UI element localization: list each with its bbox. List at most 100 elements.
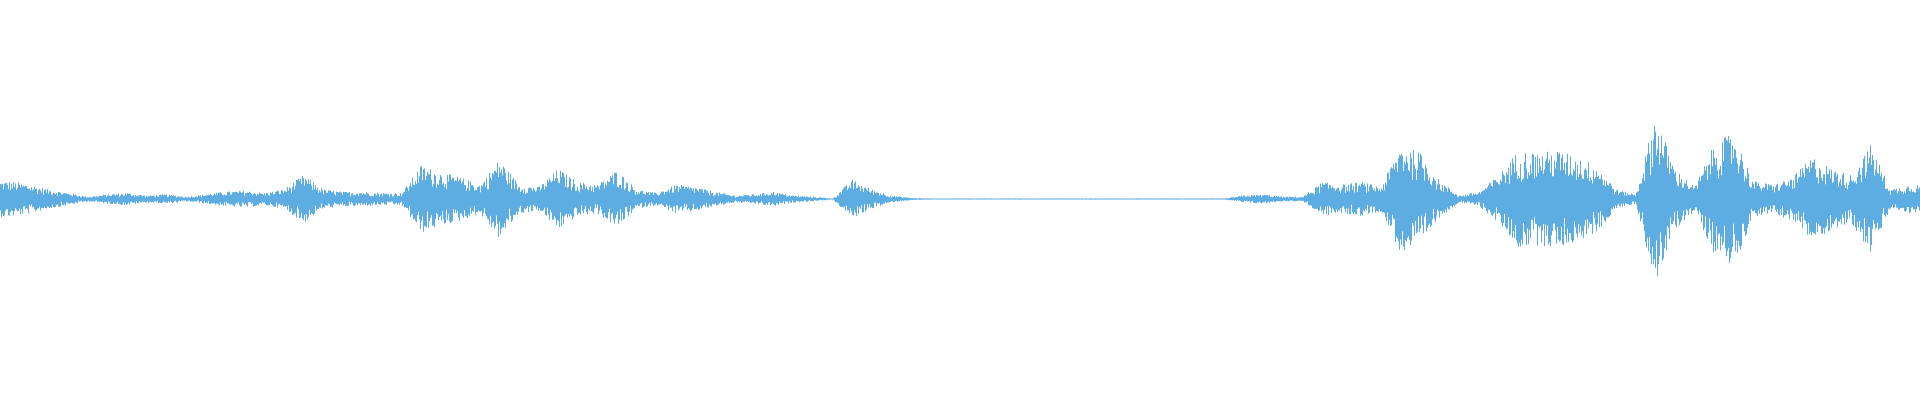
waveform-segment [431,174,450,228]
waveform-segment [1528,153,1547,247]
waveform-segment [293,175,313,222]
waveform-segment [1782,169,1802,223]
waveform-segment [1900,185,1920,214]
waveform-segment [1567,153,1586,243]
waveform-segment [881,193,901,205]
waveform-segment [274,187,293,215]
waveform-segment [1155,198,1175,200]
waveform-segment [1018,198,1038,200]
waveform-segment [1586,162,1606,235]
waveform-segment [1038,198,1057,200]
waveform-segment [1469,187,1488,214]
waveform-segment [842,179,862,216]
waveform-segment [999,198,1018,200]
waveform-segment [1449,188,1469,210]
waveform-segment [1234,195,1253,203]
waveform-segment [568,177,587,220]
waveform-segment [156,194,176,204]
waveform-segment [313,182,333,216]
waveform-segment [920,198,940,200]
waveform-segment [548,170,568,227]
waveform-segment [979,198,999,200]
waveform-segment [117,193,137,205]
waveform-segment [1057,198,1077,200]
waveform-segment [137,194,156,204]
waveform-segment [803,196,822,202]
waveform-segment [607,172,626,225]
waveform-segment [1665,142,1684,251]
waveform-segment [1822,166,1841,234]
waveform-segment [724,193,744,205]
waveform-segment [372,192,391,206]
waveform-segment [411,166,431,232]
waveform-segment [235,190,254,207]
waveform-segment [254,191,274,207]
waveform-segment [509,173,528,222]
waveform-segment [960,198,979,200]
waveform-segment [1861,145,1880,252]
waveform-segment [1743,167,1763,236]
waveform-segment [391,183,411,217]
waveform-segment [1626,173,1645,232]
waveform-segment [470,177,489,220]
waveform-segment [528,179,548,216]
waveform-segment [1802,159,1822,236]
waveform-segment [901,196,920,202]
waveform-segment [1763,183,1782,216]
waveform-segment [783,194,803,204]
waveform-segment [1175,198,1195,200]
waveform-segment [666,185,685,213]
waveform-segment [1195,198,1214,200]
waveform-segment [1312,182,1332,216]
waveform-segment [1508,153,1528,247]
waveform-segment [940,198,960,200]
waveform-segment [685,186,705,212]
waveform-segment [1371,168,1391,226]
waveform-segment [1136,198,1155,200]
waveform-segment [1684,174,1704,231]
waveform-segment [705,189,724,208]
waveform-segment [744,193,764,205]
waveform-segment [1391,153,1410,250]
waveform-segment [1293,192,1312,206]
waveform-segment [39,188,58,211]
waveform-segment [195,193,215,205]
waveform-segment [1488,170,1508,229]
waveform-segment [1841,167,1861,232]
waveform-segment [822,192,842,207]
waveform-segment [333,190,352,206]
waveform-segment [1332,184,1351,215]
waveform-segment [626,182,646,217]
waveform-segment [1410,149,1430,245]
waveform-segment [764,192,783,206]
waveform-segment [78,195,97,202]
waveform-segment [1606,180,1626,218]
waveform-segment [58,191,78,207]
waveform-segment [0,182,19,217]
waveform-segment [176,196,195,203]
waveform-segment [1077,198,1097,200]
waveform-segment [1097,198,1116,200]
waveform-segment [450,174,470,224]
waveform-segment [19,184,39,215]
waveform-segment [1253,194,1273,204]
waveform-segment [1704,142,1724,253]
waveform-segment [1547,151,1567,246]
waveform-segment [1880,172,1900,228]
waveform-segment [1214,197,1234,201]
waveform-segment [1724,135,1743,263]
waveform-segment [215,191,235,207]
waveform-segment [1645,125,1665,277]
waveform-segment [352,192,372,206]
waveform-segment [1351,182,1371,216]
waveform-segment [1273,195,1293,203]
waveform-segment [97,194,117,205]
waveform-segment [1116,198,1136,200]
waveform-segment [489,162,509,237]
waveform-segment [587,181,607,218]
waveform-segment [646,191,666,207]
waveform-segment [862,187,881,213]
waveform-segment [1430,177,1449,227]
waveform-segments [0,125,1920,277]
